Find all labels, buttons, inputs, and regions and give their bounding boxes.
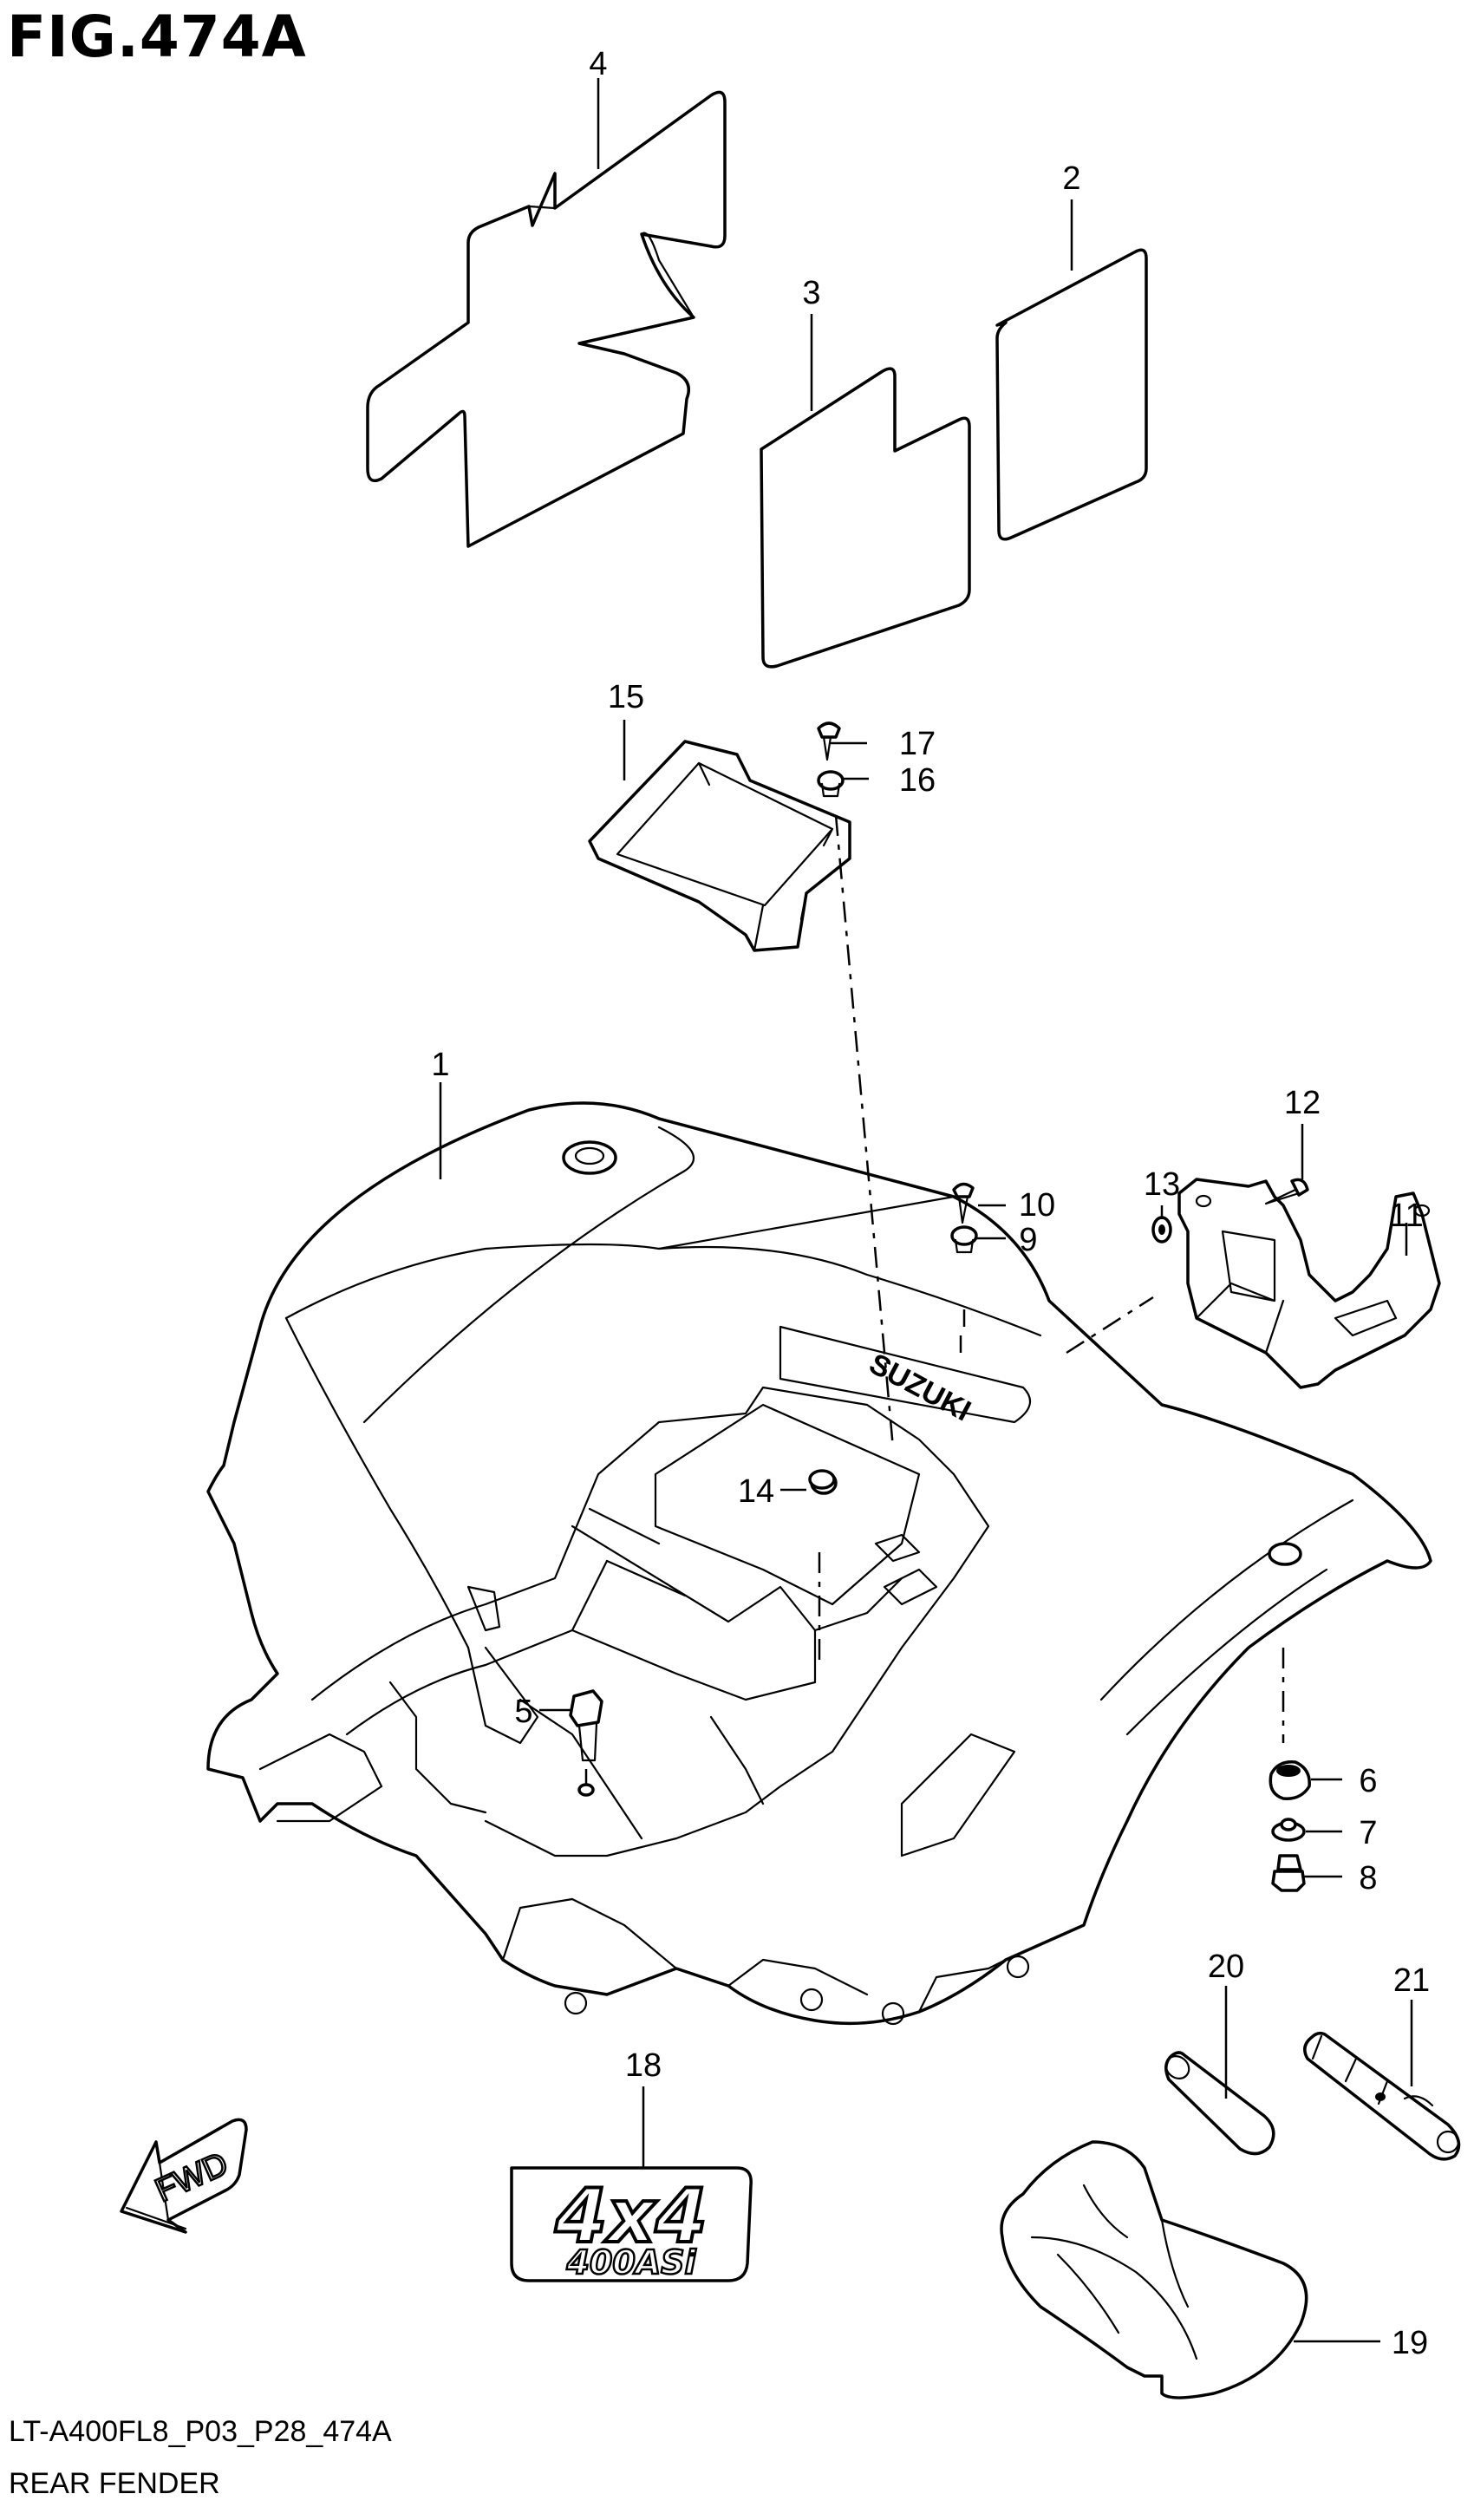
assembly-line-11: [1066, 1296, 1154, 1355]
callout-13: 13: [1144, 1166, 1180, 1203]
part-15-box[interactable]: [588, 740, 851, 952]
callout-17: 17: [899, 726, 936, 762]
part-21-tool[interactable]: [1303, 2031, 1461, 2161]
fwd-label: FWD: [150, 2145, 233, 2210]
callout-6: 6: [1359, 1763, 1377, 1799]
callout-10: 10: [1019, 1187, 1055, 1224]
part-17-screw[interactable]: [817, 721, 841, 761]
callout-2: 2: [1062, 160, 1080, 197]
part-6-cushion[interactable]: [1269, 1760, 1311, 1800]
callout-16: 16: [899, 762, 936, 799]
part-13-grommet[interactable]: [1151, 1216, 1172, 1244]
part-9-washer[interactable]: [950, 1225, 978, 1254]
callout-9: 9: [1019, 1222, 1037, 1258]
part-7-washer[interactable]: [1271, 1818, 1306, 1842]
part-5-bolt[interactable]: [569, 1689, 603, 1797]
emblem-400asi: 400ASi: [565, 2243, 696, 2282]
callout-7: 7: [1359, 1815, 1377, 1851]
part-10-screw[interactable]: [952, 1182, 975, 1224]
part-3-decal[interactable]: [760, 367, 971, 669]
callout-8: 8: [1359, 1860, 1377, 1897]
callout-1: 1: [431, 1047, 449, 1083]
callout-11: 11: [1389, 1198, 1423, 1234]
fender-brand-decal: SUZUKI: [864, 1348, 976, 1428]
part-2-decal[interactable]: [995, 248, 1148, 541]
part-20-tube[interactable]: [1162, 2051, 1275, 2156]
callout-4: 4: [589, 46, 607, 82]
callout-19: 19: [1392, 2325, 1428, 2361]
part-14-cap[interactable]: [808, 1469, 836, 1490]
emblem-4x4: 4x4: [554, 2173, 707, 2260]
callout-5: 5: [514, 1694, 532, 1730]
figure-title: FIG.474A: [7, 3, 307, 70]
diagram-name: REAR FENDER: [9, 2467, 220, 2500]
part-19-bag[interactable]: [1000, 2140, 1308, 2399]
assembly-line-15: [834, 814, 895, 1449]
part-1-rear-fender[interactable]: SUZUKI: [206, 1101, 1432, 2026]
part-18-emblem[interactable]: 4x4 400ASi: [510, 2166, 753, 2282]
callout-12: 12: [1284, 1085, 1321, 1121]
callout-20: 20: [1208, 1949, 1244, 1985]
part-8-bolt[interactable]: [1271, 1854, 1306, 1892]
callout-15: 15: [608, 679, 644, 715]
callout-18: 18: [625, 2047, 662, 2084]
part-4-decal[interactable]: [366, 90, 727, 548]
callout-21: 21: [1393, 1962, 1430, 1999]
callout-14: 14: [738, 1473, 774, 1510]
leader-lines: [439, 78, 1413, 2343]
part-11-bracket[interactable]: [1177, 1178, 1441, 1389]
diagram-code: LT-A400FL8_P03_P28_474A: [9, 2415, 392, 2448]
fwd-arrow: FWD: [120, 2118, 248, 2234]
part-16-clip[interactable]: [817, 770, 845, 798]
part-12-screw[interactable]: [1264, 1178, 1309, 1205]
callout-3: 3: [802, 275, 820, 311]
callout-labels: 4 2 3 15 17 16 1 12 13 10 11 9 14 5 6 7 …: [431, 46, 1430, 2361]
